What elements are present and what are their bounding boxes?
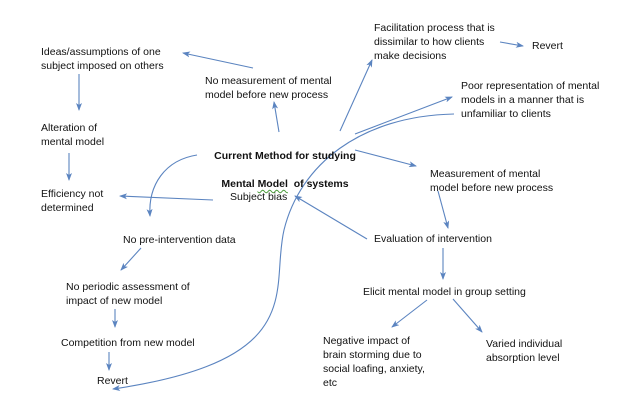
edge-center-to-measurement xyxy=(354,149,417,168)
edge-evaluation-to-subject-bias xyxy=(294,195,368,240)
center-line1: Current Method for studying xyxy=(214,150,356,162)
center-line2-pre: Mental xyxy=(221,178,258,190)
node-ideas: Ideas/assumptions of one subject imposed… xyxy=(41,46,164,72)
edge-no-measurement-to-ideas xyxy=(182,51,254,69)
spellcheck-underlined-word: Model xyxy=(257,178,288,190)
edge-center-to-facilitation xyxy=(339,59,373,132)
edge-subject-bias-to-efficiency xyxy=(119,193,214,201)
node-revert-top: Revert xyxy=(532,40,563,52)
edge-elicit-to-negative-impact xyxy=(391,299,428,328)
node-poor-representation: Poor representation of mental models in … xyxy=(461,80,600,120)
node-facilitation: Facilitation process that is dissimilar … xyxy=(374,22,495,62)
node-evaluation: Evaluation of intervention xyxy=(374,233,492,245)
node-subject-bias: Subject bias xyxy=(230,191,288,203)
node-no-pre-intervention: No pre-intervention data xyxy=(123,234,236,246)
node-varied: Varied individual absorption level xyxy=(486,338,563,364)
edge-measurement-to-evaluation xyxy=(437,190,450,229)
node-alteration: Alteration of mental model xyxy=(41,122,105,148)
node-negative-impact: Negative impact of brain storming due to… xyxy=(323,335,425,389)
edge-facilitation-to-revert xyxy=(499,41,524,48)
node-efficiency: Efficiency not determined xyxy=(41,188,104,214)
edge-center-to-poor-representation xyxy=(354,96,453,135)
node-elicit: Elicit mental model in group setting xyxy=(363,286,526,298)
node-competition: Competition from new model xyxy=(61,337,195,349)
node-no-measurement: No measurement of mental model before ne… xyxy=(205,75,332,101)
edge-center-to-no-measurement xyxy=(272,101,280,133)
node-revert-bottom: Revert xyxy=(97,375,128,387)
edge-center-curve-to-no-pre-intervention xyxy=(146,154,198,217)
edge-poor-representation-curve-to-revert xyxy=(112,113,455,391)
center-line2-post: of systems xyxy=(287,178,349,190)
edge-elicit-to-varied xyxy=(452,298,483,333)
node-no-periodic: No periodic assessment of impact of new … xyxy=(66,281,190,307)
edge-no-pre-to-no-periodic xyxy=(120,247,142,271)
center-node: Current Method for studying Mental Model… xyxy=(210,135,360,191)
node-measurement: Measurement of mental model before new p… xyxy=(430,168,554,194)
